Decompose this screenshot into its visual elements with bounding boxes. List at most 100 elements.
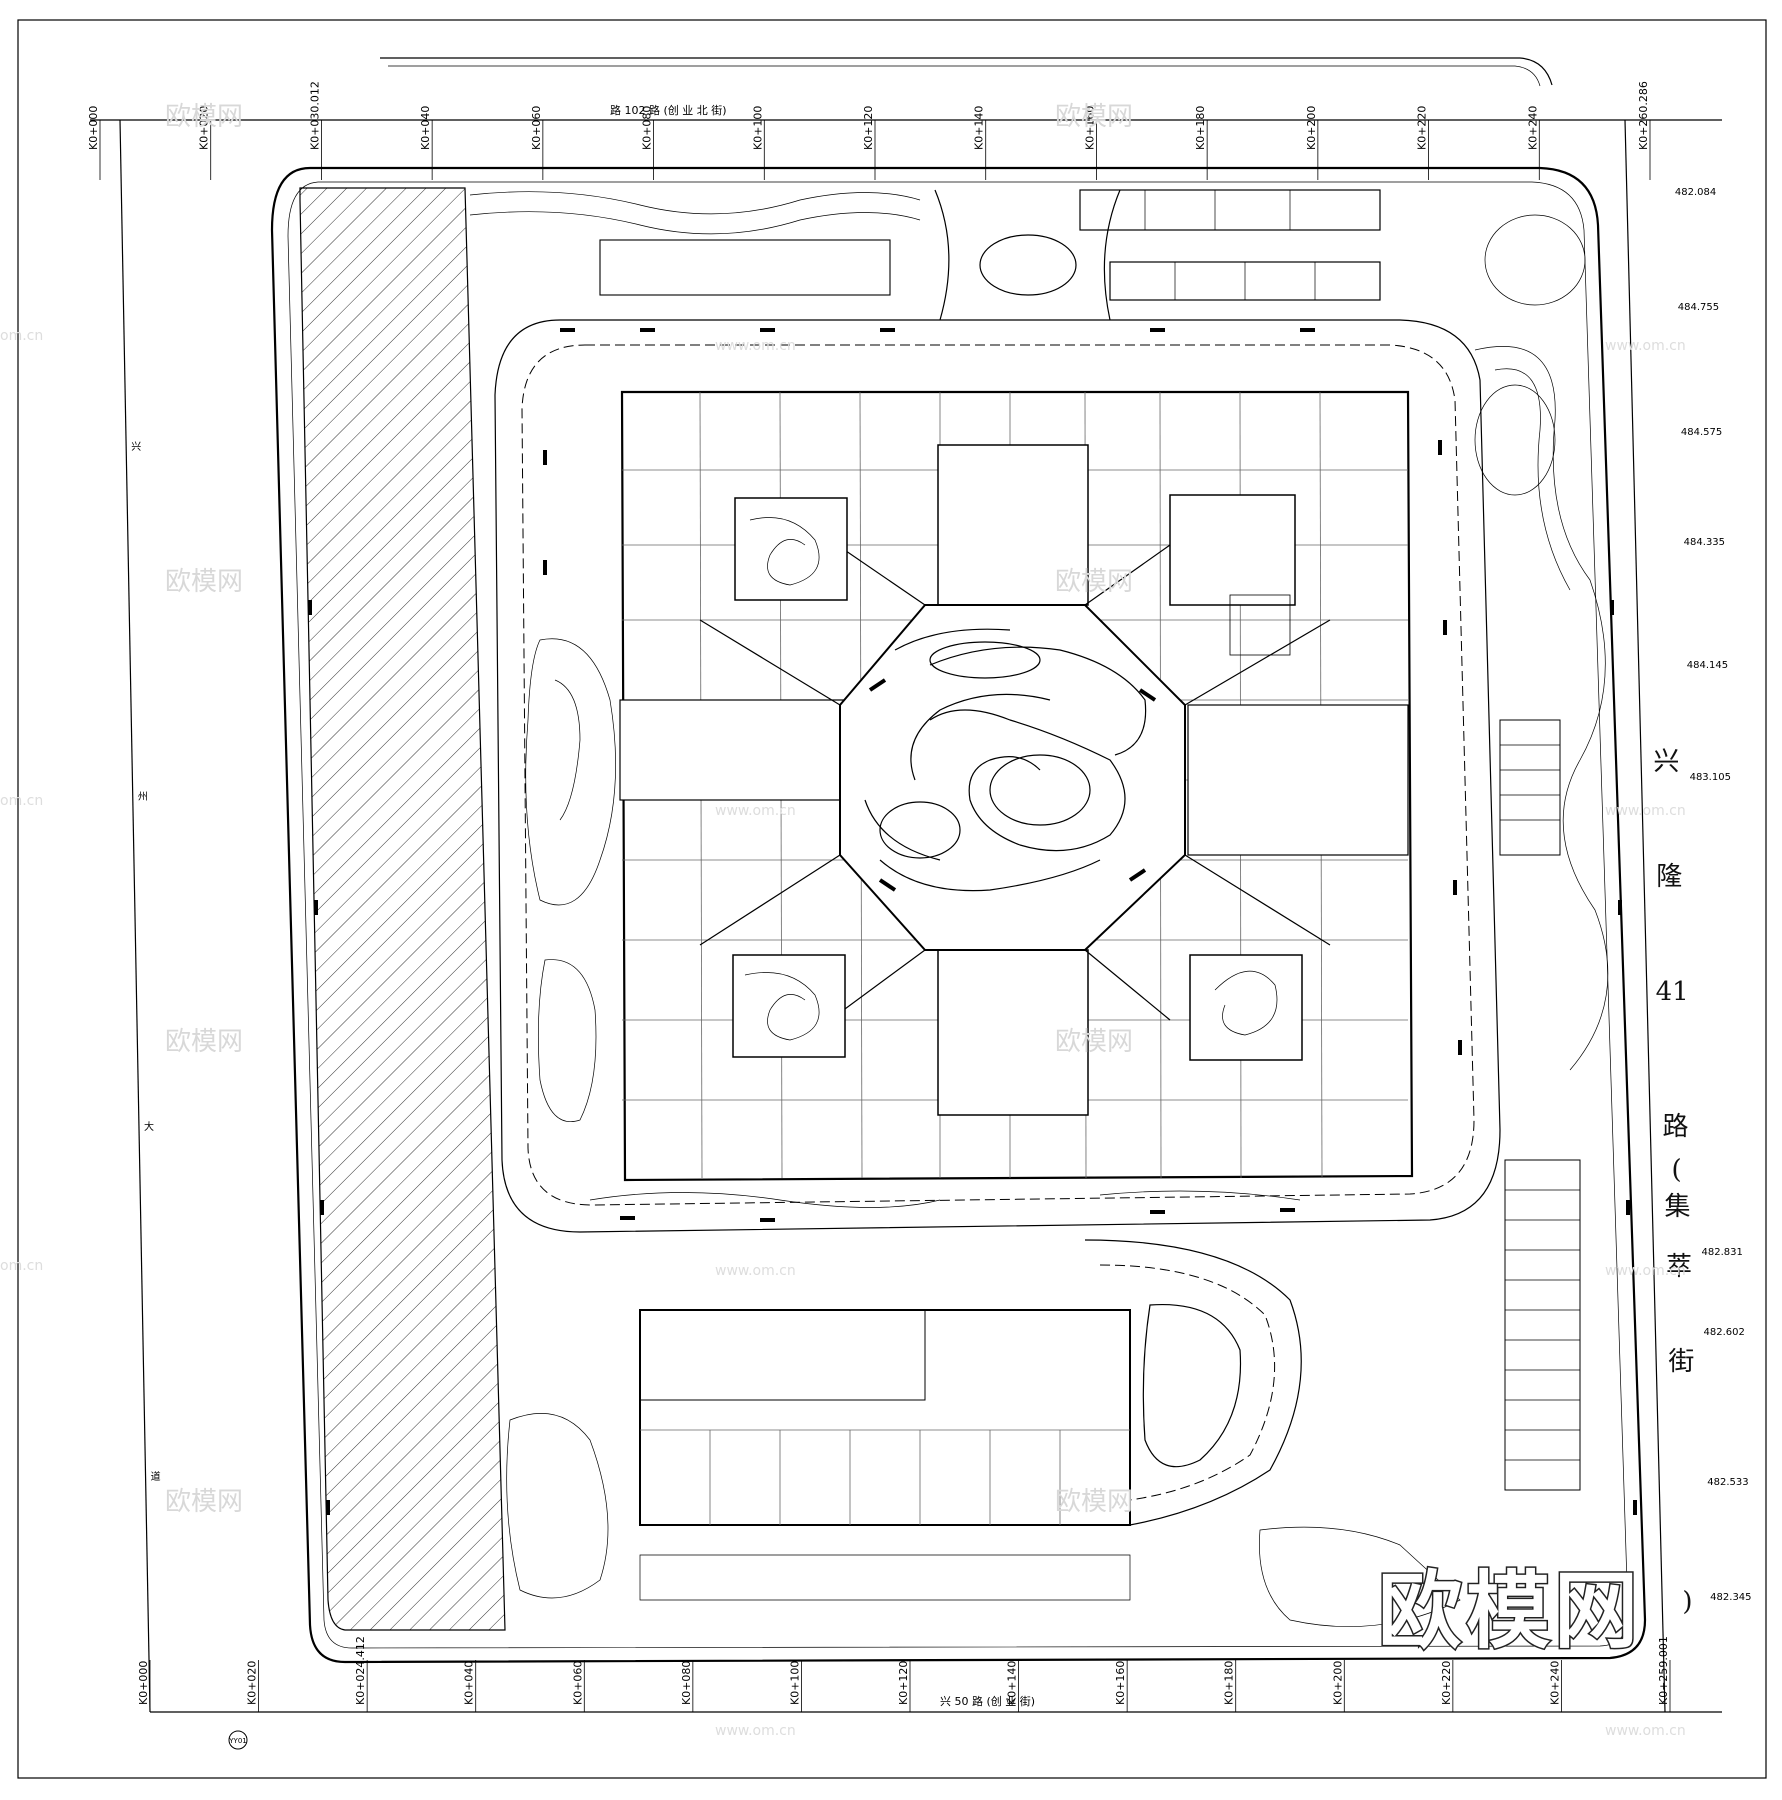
watermark-text: 欧模网 — [165, 567, 243, 597]
inner-ring-road — [494, 319, 1501, 1233]
watermark-url: om.cn — [0, 328, 43, 344]
station-label: K0+120 — [862, 106, 875, 150]
octagon-diagonals — [699, 539, 1331, 1021]
top-road-curb — [380, 57, 1553, 86]
station-label: K0+100 — [788, 1661, 801, 1705]
watermark-text: 欧模网 — [165, 1487, 243, 1517]
station-label: K0+080 — [641, 106, 654, 150]
watermark-url: www.om.cn — [1605, 338, 1686, 354]
watermark-url: om.cn — [0, 1258, 43, 1274]
site-boundary — [270, 166, 1647, 1664]
station-label: K0+060 — [571, 1661, 584, 1705]
courtyard-ne — [1169, 494, 1296, 656]
north-parking-strip — [1079, 189, 1381, 301]
drawing-frame — [17, 19, 1767, 1779]
south-east-curve-road — [1084, 1239, 1302, 1526]
watermark-text: 欧模网 — [1055, 102, 1133, 132]
courtyard-se — [1189, 954, 1303, 1061]
station-label: K0+060 — [530, 106, 543, 150]
station-label: K0+220 — [1440, 1661, 1453, 1705]
watermark-url: www.om.cn — [1605, 1723, 1686, 1739]
north-atrium — [937, 444, 1089, 606]
road-char: 萃 — [1666, 1252, 1692, 1282]
station-label: K0+080 — [680, 1661, 693, 1705]
road-char: 集 — [1665, 1192, 1691, 1222]
watermark-url: www.om.cn — [715, 803, 796, 819]
brand-logo: 欧模网 — [1378, 1562, 1642, 1660]
station-label: K0+140 — [973, 106, 986, 150]
watermark-url: www.om.cn — [1605, 803, 1686, 819]
road-char: 41 — [1656, 977, 1689, 1007]
courtyard-sw — [732, 954, 846, 1058]
south-building-block — [639, 1309, 1131, 1526]
north-entrance-plaza — [934, 189, 1121, 321]
east-passage — [1187, 704, 1409, 856]
station-label: K0+000 — [87, 106, 100, 150]
north-symbol: YY01 — [228, 1730, 248, 1750]
station-label: K0+140 — [1006, 1661, 1019, 1705]
left-chainage-line — [119, 119, 151, 1713]
road-char: 兴 — [131, 441, 141, 453]
watermark-url: www.om.cn — [1605, 1263, 1686, 1279]
watermark-text: 欧模网 — [1055, 1027, 1133, 1057]
station-label: K0+120 — [897, 1661, 910, 1705]
watermark-url: www.om.cn — [715, 1723, 796, 1739]
main-building-outline — [620, 390, 1414, 1182]
south-atrium — [937, 949, 1089, 1116]
station-label: K0+160 — [1083, 106, 1096, 150]
elevation-label: 482.084 — [1675, 187, 1716, 198]
north-landscape-strip — [469, 191, 921, 296]
east-parking-stalls — [1499, 719, 1581, 1491]
bottom-road-label: 兴 50 路 (创 业 街) — [940, 1694, 1035, 1708]
road-char: 兴 — [1653, 747, 1679, 777]
watermark-text: 欧模网 — [165, 102, 243, 132]
station-label: K0+000 — [137, 1661, 150, 1705]
station-label: K0+220 — [1416, 106, 1429, 150]
station-label: K0+030.012 — [308, 81, 321, 150]
station-label: K0+160 — [1114, 1661, 1127, 1705]
watermark-text: 欧模网 — [1055, 1487, 1133, 1517]
station-label: K0+260.286 — [1637, 81, 1650, 150]
watermarks: 欧模网 www.om.cn 欧模网 www.om.cn 欧模网 www.om.cn 欧模网 w… — [0, 102, 1686, 1739]
station-label: K0+180 — [1223, 1661, 1236, 1705]
road-char: 隆 — [1656, 862, 1682, 892]
watermark-text: 欧模网 — [165, 1027, 243, 1057]
elevation-label: 482.831 — [1702, 1247, 1743, 1258]
road-char: ( — [1672, 1155, 1682, 1185]
elevation-label: 482.602 — [1704, 1327, 1745, 1338]
watermark-text: 欧模网 — [1055, 567, 1133, 597]
station-label: K0+024.412 — [354, 1636, 367, 1705]
road-char: 道 — [151, 1470, 161, 1483]
south-landscape — [506, 1190, 1461, 1627]
station-label: K0+240 — [1526, 106, 1539, 150]
right-elevation-labels: 482.084484.755484.575484.335484.145483.1… — [1675, 187, 1752, 1603]
station-label: K0+100 — [751, 106, 764, 150]
wall-marks — [308, 328, 1637, 1515]
station-label: K0+020 — [198, 106, 211, 150]
station-label: K0+200 — [1331, 1661, 1344, 1705]
station-label: K0+020 — [246, 1661, 259, 1705]
station-label: K0+200 — [1305, 106, 1318, 150]
elevation-label: 484.755 — [1678, 302, 1719, 313]
elevation-label: 484.575 — [1681, 427, 1722, 438]
station-label: K0+240 — [1548, 1661, 1561, 1705]
hatched-green-strip — [299, 187, 506, 1631]
road-char: 大 — [144, 1120, 154, 1133]
courtyard-nw — [734, 497, 848, 601]
central-swirl-landscape — [864, 628, 1147, 892]
west-landscape-islands — [525, 638, 616, 1122]
road-char: ) — [1682, 1587, 1692, 1617]
west-passage — [619, 699, 861, 801]
elevation-label: 484.335 — [1684, 537, 1725, 548]
elevation-label: 482.345 — [1710, 1592, 1751, 1603]
elevation-label: 484.145 — [1687, 660, 1728, 671]
station-label: K0+180 — [1194, 106, 1207, 150]
east-landscape — [1474, 214, 1609, 1071]
watermark-url: om.cn — [0, 793, 43, 809]
station-label: K0+040 — [463, 1661, 476, 1705]
top-road-label: 路 102 路 (创 业 北 街) — [610, 103, 727, 117]
elevation-label: 482.533 — [1707, 1477, 1748, 1488]
